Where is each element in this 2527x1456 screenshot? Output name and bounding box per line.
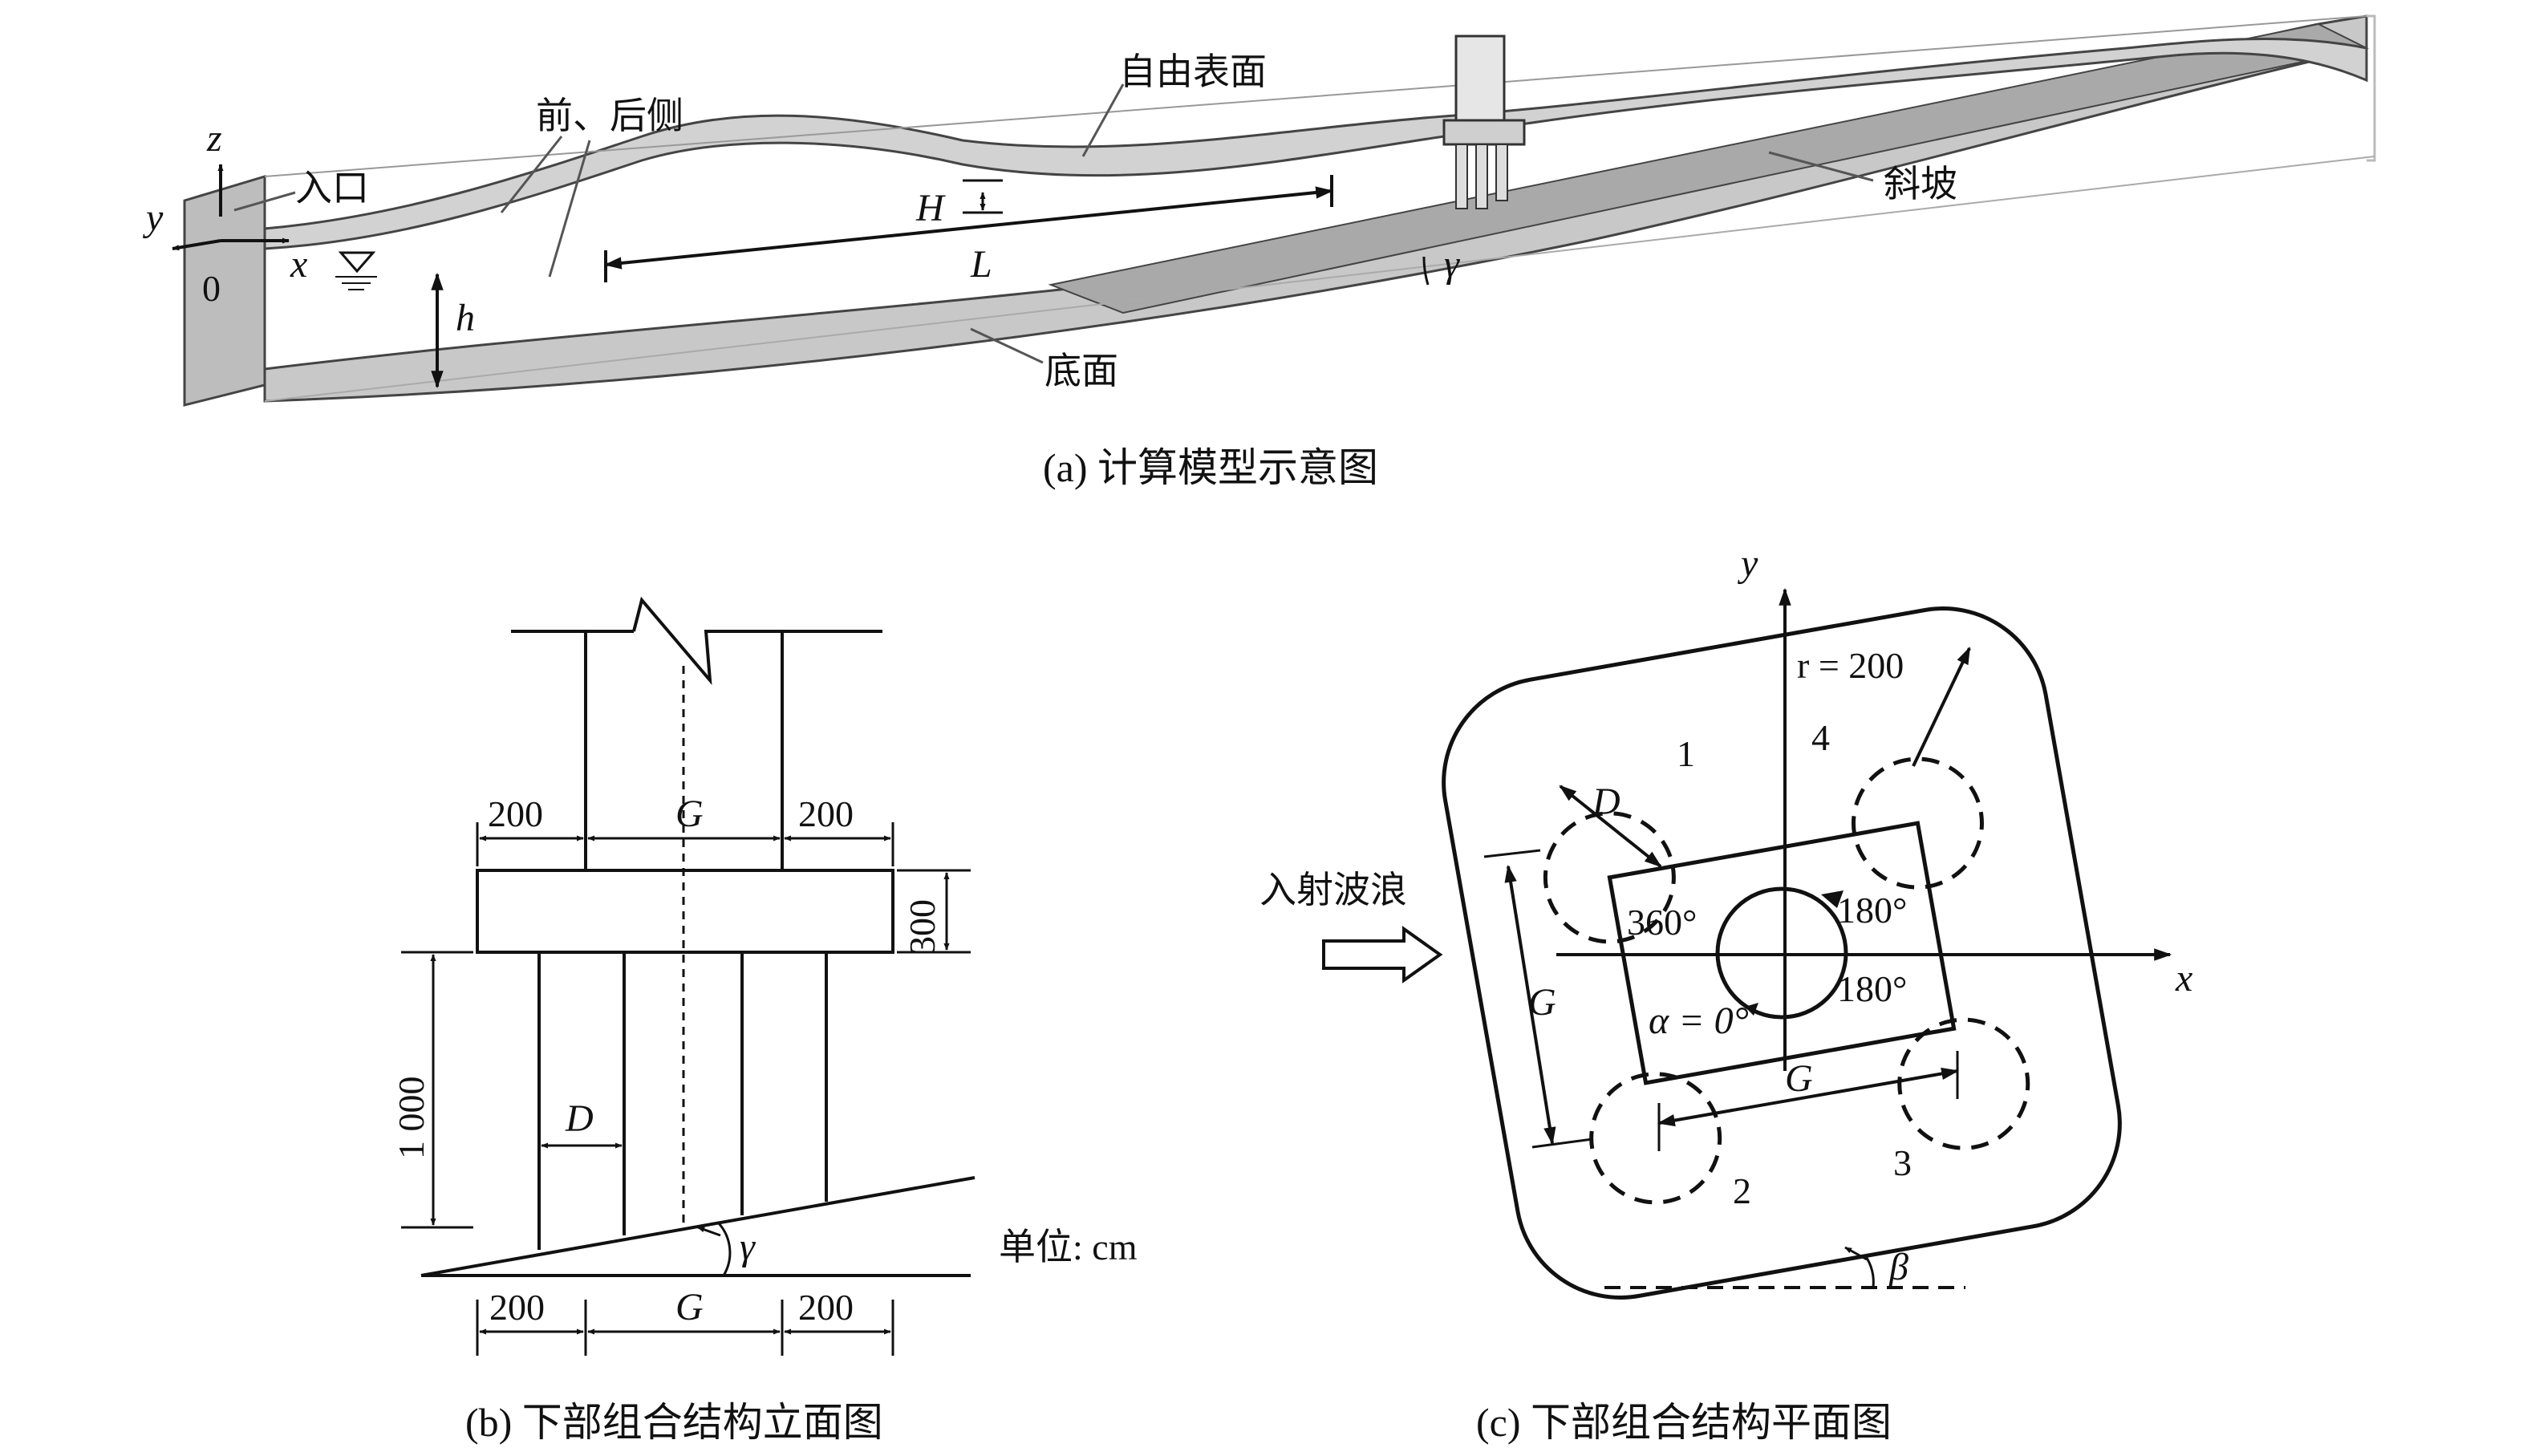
beta-label: β [1888,1246,1908,1288]
panel-a-wave-flume: z y x 0 入口 前、后侧 自由表面 斜坡 底面 H L [142,14,2376,490]
angle-180-top-label: 180° [1837,890,1907,931]
slope-angle-label-b: γ [740,1226,756,1268]
g-dim-horizontal-label: G [1785,1057,1813,1100]
slope-angle-label: γ [1444,243,1460,286]
axis-x-label-c: x [2175,957,2192,1000]
pier-model [1442,34,1526,209]
sides-leader-back [548,140,591,278]
bot-dim-g: G [675,1286,704,1328]
beta-arc [1864,1255,1875,1288]
panel-c-caption: (c) 下部组合结构平面图 [1476,1400,1892,1445]
bottom-leader [970,327,1044,364]
unit-label: 单位: cm [999,1227,1138,1267]
axis-z-label: z [206,117,222,160]
pile-2-label: 2 [1733,1170,1751,1211]
angle-marker-top [1821,890,1844,908]
pile-diameter-label: D [565,1097,594,1140]
slope-line [420,1176,976,1277]
origin-label: 0 [202,268,221,309]
panel-b-caption: (b) 下部组合结构立面图 [465,1400,883,1445]
flume-base-line [264,156,2375,402]
beta-arrow [1844,1246,1868,1261]
radius-label: r = 200 [1797,645,1904,686]
sides-leader-front [500,136,563,213]
inlet-wall [183,174,266,407]
front-back-sides-label: 前、后侧 [536,95,683,136]
wave-height-label: H [915,187,946,229]
panel-c-plan: y x 360° 180° 180° α = 0° r = 200 1 4 2 … [1259,542,2192,1445]
top-dim-200-right: 200 [798,793,854,834]
pile-cap-outline [1442,606,2122,1300]
alpha-label: α = 0° [1649,1000,1749,1042]
column-section [1607,821,1957,1085]
pile-diameter-arrow-c [1559,785,1662,868]
inlet-leader [233,191,296,212]
bot-dim-200-right: 200 [798,1287,854,1328]
slope-label: 斜坡 [1884,164,1957,205]
axis-y-label: y [142,197,164,239]
g-dim-vertical-arrow [1504,864,1556,1146]
bottom-label: 底面 [1044,351,1118,391]
angle-180-bottom-label: 180° [1837,968,1907,1009]
slope-leader [1768,151,1874,182]
axis-y-label-c: y [1737,542,1758,585]
panel-a-caption: (a) 计算模型示意图 [1043,445,1378,490]
radius-arrow [1912,647,1971,767]
bot-dim-200-left: 200 [489,1287,545,1328]
water-depth-label: h [456,297,475,339]
axis-x-label: x [290,243,307,286]
top-dim-g: G [675,793,704,835]
angle-360-label: 360° [1627,902,1697,943]
pile-1-label: 1 [1677,733,1695,774]
free-surface [263,37,2368,250]
pile-4-label: 4 [1811,717,1830,758]
pile-3-label: 3 [1893,1142,1912,1183]
cap-dim-300: 300 [902,899,943,955]
g-dim-vertical-tick-bottom [1531,1138,1593,1149]
pile-dim-1000: 1 000 [391,1077,432,1160]
top-dim-200-left: 200 [488,793,543,834]
bottom-surface [263,14,2368,403]
hollow-right-arrow-icon [1322,926,1443,984]
column-break-symbol [632,596,882,686]
free-surface-leader [1081,83,1125,157]
wave-length-arrow [603,186,1334,270]
pile-2 [1589,1072,1722,1205]
slope-angle-arc [1422,256,1430,286]
pile-cap [476,869,894,954]
flume-top-edge [264,15,2367,177]
incident-wave-label: 入射波浪 [1259,870,1407,911]
water-level-triangle-icon [335,251,377,290]
axis-y-arrow [172,239,221,251]
flume-end-frame [2367,14,2376,162]
panel-b-elevation: γ 200 G 200 300 1 000 D 200 G [391,596,1138,1445]
wave-length-label: L [970,243,992,286]
g-dim-horizontal-arrow [1657,1067,1960,1127]
g-dim-vertical-label: G [1528,981,1556,1024]
pile-diameter-label-c: D [1592,781,1620,823]
g-dim-vertical-tick-top [1483,849,1541,858]
column-circle [1715,886,1848,1020]
pile-3 [1897,1017,2030,1150]
free-surface-label: 自由表面 [1119,51,1267,92]
slope-angle-arc-b [717,1223,732,1276]
slope-angle-arrow-b [697,1226,721,1237]
inlet-label: 入口 [295,168,369,209]
angle-marker-bottom [1745,1003,1758,1016]
